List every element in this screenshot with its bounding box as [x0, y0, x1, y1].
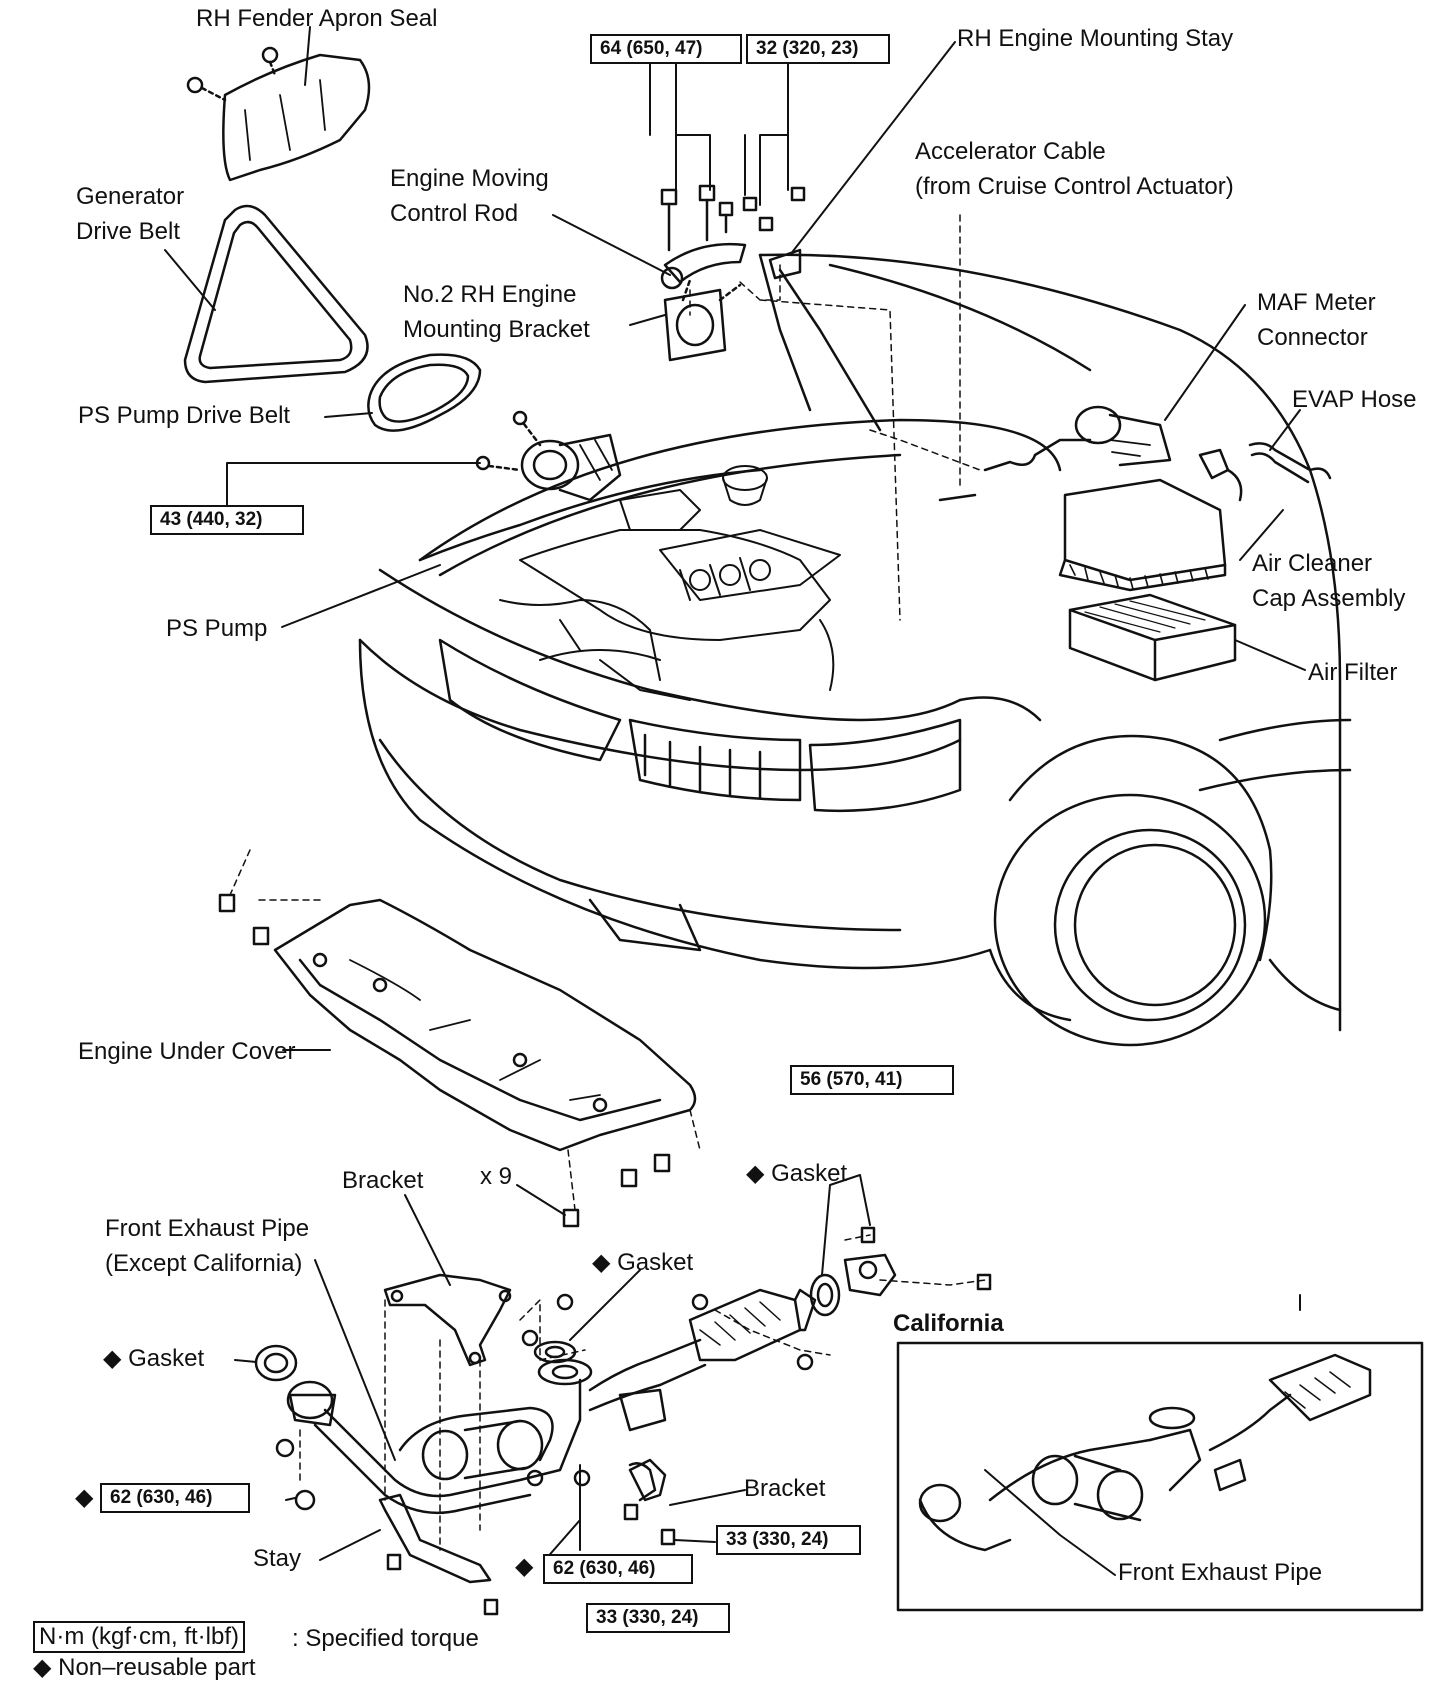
engine-under-cover-part	[218, 893, 697, 1228]
label-california: California	[893, 1310, 1004, 1337]
diamond-marker-62a: ◆	[75, 1484, 94, 1511]
torque-spec-64: 64 (650, 47)	[590, 34, 742, 64]
evap-hose-part	[1198, 442, 1332, 502]
torque-spec-43: 43 (440, 32)	[150, 505, 304, 535]
leader-lines	[164, 26, 1306, 1576]
label-gasket-center: ◆ Gasket	[592, 1249, 694, 1276]
torque-spec-32: 32 (320, 23)	[746, 34, 890, 64]
car-body	[358, 253, 1352, 1047]
label-engine-under-cover: Engine Under Cover	[78, 1038, 296, 1065]
exhaust-bracket-upper-part	[383, 1273, 512, 1367]
nuts-and-bolts	[275, 1226, 992, 1616]
label-rh-fender-apron-seal: RH Fender Apron Seal	[196, 5, 438, 32]
torque-spec-62-left: 62 (630, 46)	[100, 1483, 250, 1513]
stay-part	[378, 1493, 492, 1584]
label-x9: x 9	[480, 1163, 513, 1190]
label-generator-drive-belt: Generator Drive Belt	[76, 183, 185, 245]
label-stay: Stay	[253, 1545, 302, 1572]
ps-pump-drive-belt-part	[367, 353, 482, 432]
diamond-marker-62b: ◆	[515, 1553, 534, 1580]
label-ps-pump: PS Pump	[166, 615, 268, 642]
exhaust-bracket-lower-part	[628, 1458, 667, 1502]
ps-pump-part	[475, 410, 622, 502]
label-front-exhaust-pipe-california: Front Exhaust Pipe	[1118, 1559, 1323, 1586]
air-cleaner-cap-part	[1058, 478, 1227, 592]
label-gasket-left: ◆ Gasket	[103, 1345, 205, 1372]
torque-spec-33-right: 33 (330, 24)	[716, 1525, 861, 1555]
alignment-lines	[229, 264, 986, 1551]
label-ps-pump-drive-belt: PS Pump Drive Belt	[78, 402, 291, 429]
label-front-exhaust-pipe-except-california: Front Exhaust Pipe (Except California)	[105, 1215, 310, 1277]
maf-meter-part	[1074, 405, 1172, 467]
air-filter-part	[1068, 593, 1237, 682]
torque-spec-33-bottom: 33 (330, 24)	[586, 1603, 730, 1633]
rh-fender-apron-seal-part	[186, 46, 371, 182]
label-gasket-right: ◆ Gasket	[746, 1160, 848, 1187]
label-accelerator-cable: Accelerator Cable (from Cruise Control A…	[915, 138, 1234, 200]
label-air-filter: Air Filter	[1308, 659, 1398, 686]
label-evap-hose: EVAP Hose	[1292, 386, 1417, 413]
accelerator-cable-part	[938, 214, 1092, 502]
engine-moving-control-rod-part	[660, 242, 802, 290]
label-air-cleaner-cap-assembly: Air Cleaner Cap Assembly	[1252, 550, 1406, 612]
no2-rh-engine-mounting-bracket-part	[663, 278, 742, 362]
legend-specified-torque: : Specified torque	[292, 1625, 479, 1652]
legend-non-reusable-part: ◆ Non–reusable part	[33, 1654, 256, 1681]
torque-spec-56: 56 (570, 41)	[790, 1065, 954, 1095]
generator-drive-belt-part	[183, 204, 369, 384]
label-no2-rh-engine-mounting-bracket: No.2 RH Engine Mounting Bracket	[403, 281, 590, 343]
label-engine-moving-control-rod: Engine Moving Control Rod	[390, 165, 549, 227]
legend-unit-box: N·m (kgf·cm, ft·lbf)	[33, 1621, 245, 1653]
mount-bolts	[660, 184, 806, 252]
torque-spec-62-center: 62 (630, 46)	[543, 1554, 693, 1584]
label-maf-meter-connector: MAF Meter Connector	[1257, 289, 1376, 351]
front-exhaust-pipe-part	[286, 1288, 817, 1515]
label-bracket-upper: Bracket	[342, 1167, 424, 1194]
label-bracket-lower: Bracket	[744, 1475, 826, 1502]
engine-bay	[499, 465, 841, 701]
label-rh-engine-mounting-stay: RH Engine Mounting Stay	[957, 25, 1234, 52]
california-inset	[896, 1341, 1424, 1612]
